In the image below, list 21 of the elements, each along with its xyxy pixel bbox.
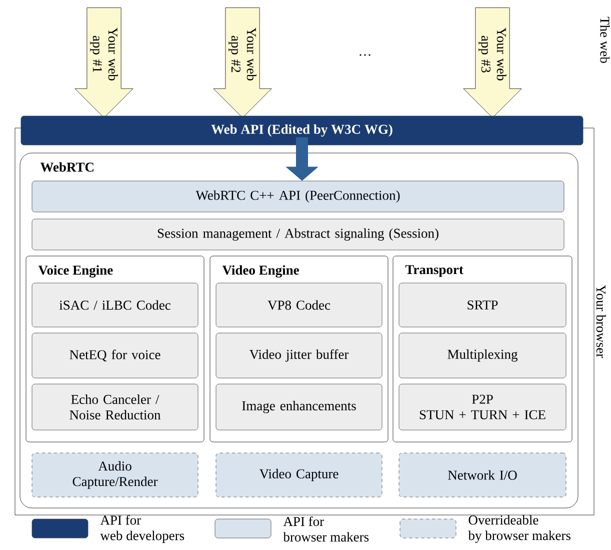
component-box: P2P STUN + TURN + ICE [398,384,566,430]
web-api-bar: Web API (Edited by W3C WG) [20,116,584,146]
overridable-box: Audio Capture/Render [32,452,198,498]
overridable-box: Video Capture [216,452,382,498]
node-label: Your browser [596,285,606,358]
api-box: WebRTC C++ API (PeerConnection) [32,180,564,212]
component-box: Video jitter buffer [216,332,382,378]
overridable-box: Network I/O [398,452,566,498]
legend-text: API for web developers [100,515,184,543]
legend-text: API for browser makers [283,516,369,542]
component-box: VP8 Codec [216,282,382,328]
component-box: Multiplexing [398,332,566,378]
component-box: Echo Canceler / Noise Reduction [32,384,198,430]
component-box: iSAC / iLBC Codec [32,282,198,328]
component-box: NetEQ for voice [32,332,198,378]
component-box: SRTP [398,282,566,328]
side-label: The web [600,16,610,63]
component-box: Session management / Abstract signaling (Session) [32,218,564,250]
ellipsis: … [360,54,370,56]
legend-text: Overrideable by browser makers [468,515,570,543]
component-box: Image enhancements [216,384,382,430]
